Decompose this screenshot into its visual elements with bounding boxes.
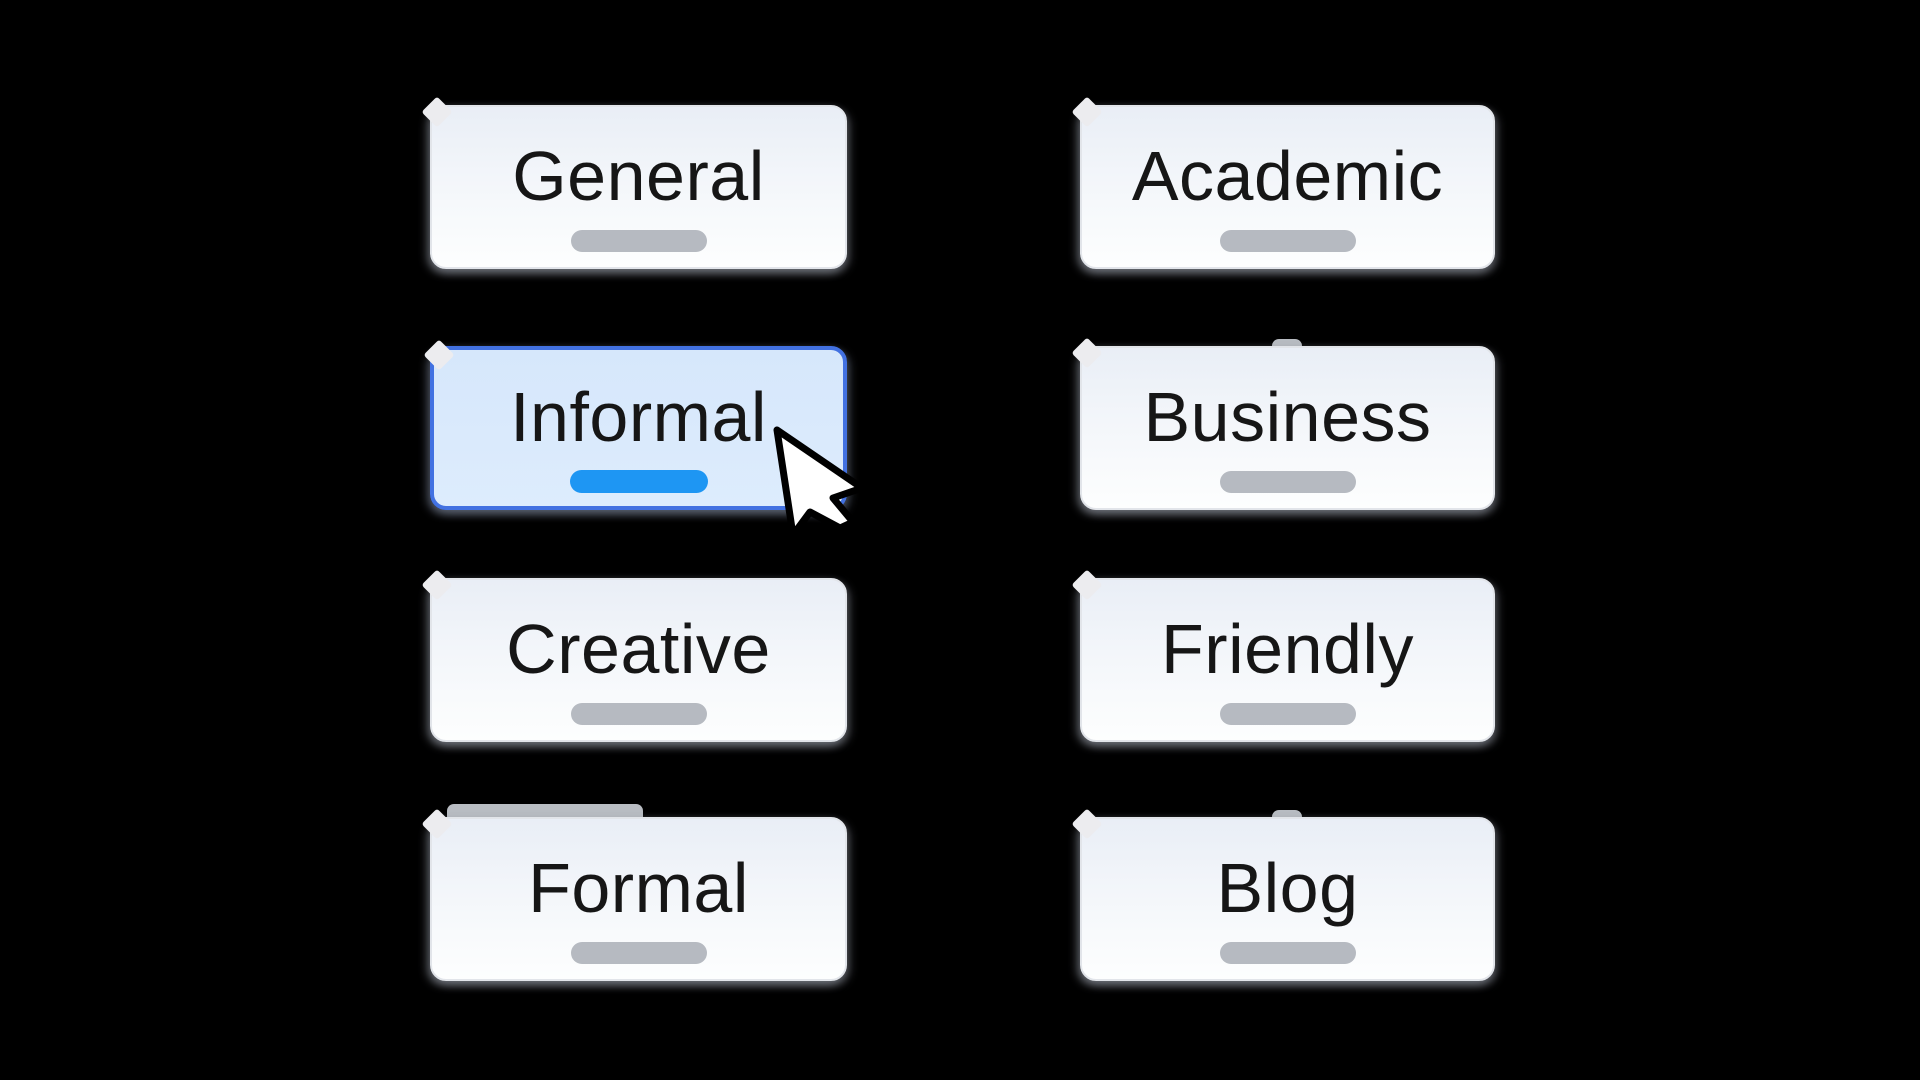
tone-option-label: Academic <box>1131 137 1444 216</box>
tone-option-pill-active <box>569 470 708 494</box>
tone-option-label: Creative <box>506 610 771 689</box>
tone-option-academic[interactable]: Academic <box>1080 105 1495 269</box>
tone-option-pill <box>570 229 707 252</box>
tone-option-pill <box>1219 702 1356 725</box>
tone-option-friendly[interactable]: Friendly <box>1080 578 1495 742</box>
tone-option-formal[interactable]: Formal <box>430 817 847 981</box>
tone-option-pill <box>1219 941 1356 964</box>
tone-option-label: Blog <box>1216 849 1359 928</box>
card-peek-behind-blog <box>1272 810 1302 820</box>
tone-option-business[interactable]: Business <box>1080 346 1495 510</box>
card-peek-behind-business <box>1272 339 1302 349</box>
tone-option-informal-selected[interactable]: Informal <box>430 346 847 510</box>
tone-option-label: Business <box>1143 378 1432 457</box>
tone-option-creative[interactable]: Creative <box>430 578 847 742</box>
tone-option-label: Informal <box>510 377 767 456</box>
tone-option-label: Formal <box>528 849 749 928</box>
tone-option-pill <box>570 941 707 964</box>
tone-option-blog[interactable]: Blog <box>1080 817 1495 981</box>
tone-option-pill <box>570 702 707 725</box>
tone-option-label: General <box>512 137 765 216</box>
tone-option-pill <box>1219 470 1356 493</box>
card-peek-behind-formal <box>447 804 643 820</box>
tone-option-pill <box>1219 229 1356 252</box>
tone-option-general[interactable]: General <box>430 105 847 269</box>
tone-option-label: Friendly <box>1161 610 1414 689</box>
